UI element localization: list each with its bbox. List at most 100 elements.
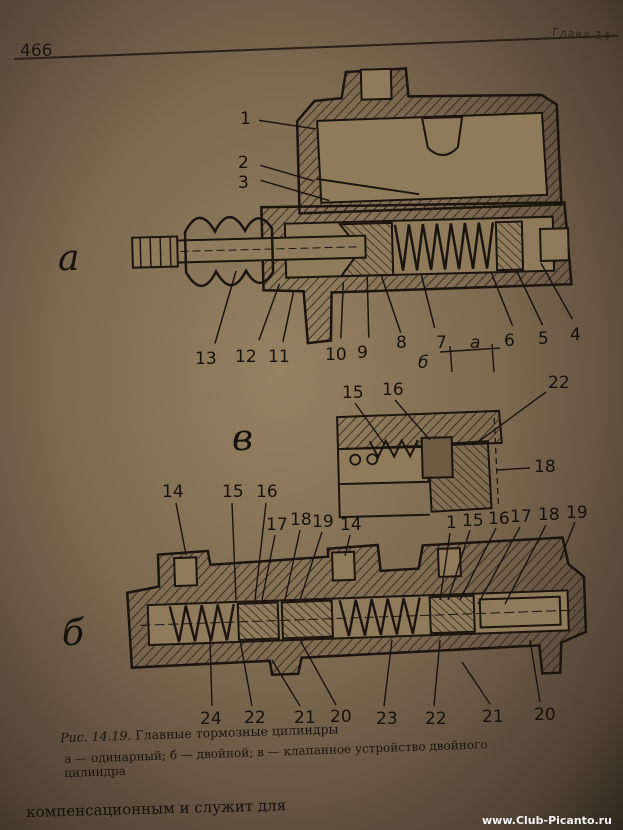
check-valve [494,220,525,272]
leader-lines-b [175,502,576,707]
label-b-19b: 19 [566,503,588,523]
reservoir-cavity [316,111,549,204]
primary-spring [338,597,421,637]
leader-9 [366,275,370,338]
label-b-19a: 19 [312,512,334,532]
leader-v-22 [477,391,547,443]
label-5: 5 [538,329,549,349]
label-10: 10 [325,345,347,365]
dimension-label-a: а [470,333,480,353]
leader-b-20a [299,639,337,706]
leader-10 [340,282,345,339]
dimension-label-b: б [418,353,428,373]
valve-upper-body [336,409,503,451]
clevis-thread-2 [149,237,152,268]
label-1: 1 [240,109,251,129]
leader-b-15a [231,502,237,601]
rod-axis [180,246,361,252]
labels-b-bottom: 24 22 21 20 23 22 21 20 [200,705,556,729]
valve-bore [336,445,430,486]
clevis-thread-4 [169,236,172,267]
leader-6 [490,272,514,327]
label-b-21a: 21 [294,708,316,728]
label-9: 9 [357,343,368,363]
drawing-v-valve-detail [336,409,503,519]
port-3 [436,547,462,578]
label-b-17b: 17 [510,507,532,527]
leader-b-21b [461,661,491,705]
watermark: www.Club-Picanto.ru [482,814,612,827]
port-1 [173,556,199,588]
leader-v-15 [354,402,386,446]
label-b-22b: 22 [425,709,447,729]
label-13: 13 [195,349,217,369]
label-b-16b: 16 [488,509,510,529]
rod-clevis [131,235,179,269]
valve-spring [368,438,419,460]
leader-v-18 [496,467,531,471]
return-spring [393,222,495,271]
leader-b-19b [559,521,576,561]
fluid-passage [316,177,420,196]
dust-boot [183,215,275,288]
leader-b-21a [271,659,301,707]
leader-7 [420,273,436,329]
secondary-spring [168,603,235,643]
label-v-22: 22 [548,373,570,393]
leader-b-18a [284,529,301,601]
leader-v-16 [394,399,431,441]
reservoir-baffle [420,115,464,157]
leader-b-14b [344,534,351,557]
clevis-thread-3 [159,236,162,267]
dimension-ext-left [449,345,453,373]
leader-lines-a [214,119,574,344]
leader-8 [380,274,402,333]
valve-lower-body [337,484,430,519]
leader-2 [260,164,314,182]
label-b-23: 23 [376,709,398,729]
leader-b-17b [477,526,521,605]
label-2: 2 [238,153,249,173]
leader-1 [258,119,316,130]
label-b-1: 1 [446,513,457,533]
leader-b-24 [209,639,213,707]
leader-b-16b [459,527,497,601]
label-b-14b: 14 [340,515,362,535]
leader-b-1 [439,532,451,601]
valve-ball-2 [366,453,379,466]
view-label-v: в [232,418,253,459]
label-v-16: 16 [382,380,404,400]
leader-3 [260,179,330,202]
reservoir-cap [359,67,393,101]
leader-b-23 [383,639,393,707]
label-b-21b: 21 [482,707,504,727]
dimension-ext-right [491,343,495,373]
leader-b-19a [299,531,323,601]
leader-13 [214,270,237,344]
label-4: 4 [570,325,581,345]
valve-ball-1 [349,453,362,466]
leader-b-18b [504,524,547,605]
valve-plug [420,436,454,479]
view-label-b: б [62,613,85,654]
dimension-arrows [439,343,501,373]
label-b-22a: 22 [244,708,266,728]
label-v-18: 18 [534,457,556,477]
leader-b-16a [254,502,267,601]
clevis-thread-1 [139,237,142,268]
label-7: 7 [436,333,447,353]
drawing-b-double-cylinder [125,536,588,677]
label-b-14a: 14 [162,482,184,502]
label-6: 6 [504,331,515,351]
label-b-16a: 16 [256,482,278,502]
leader-11 [282,291,295,342]
label-11: 11 [268,347,290,367]
label-3: 3 [238,173,249,193]
intermediate-piston [280,599,334,640]
view-label-a: а [58,238,79,279]
leader-b-20b [529,639,541,703]
leader-b-15b [447,529,471,601]
label-b-18b: 18 [538,505,560,525]
